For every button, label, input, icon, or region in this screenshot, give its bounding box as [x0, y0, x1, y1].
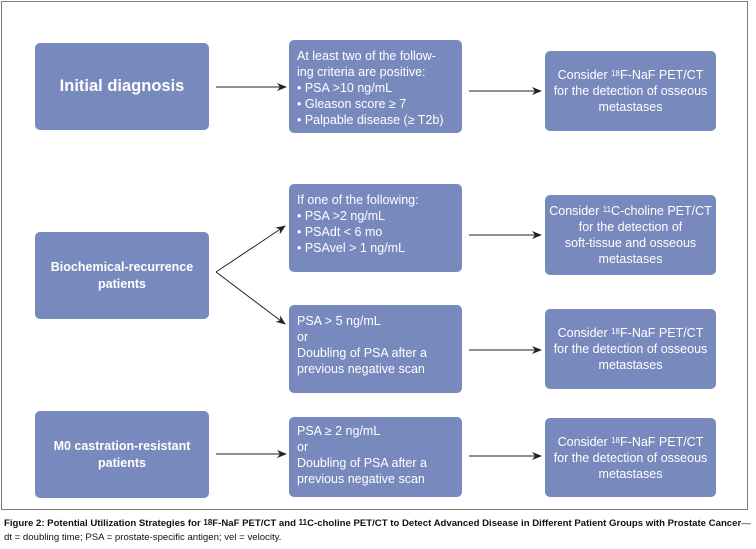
- result-tracer: F-NaF PET/CT: [620, 434, 704, 449]
- arrow-row2-to-criteria-a: [215, 225, 286, 273]
- result-initial-diagnosis: Consider 18F-NaF PET/CT for the detectio…: [545, 51, 716, 131]
- result-line: metastases: [598, 100, 663, 114]
- caption-rest: —dt = doubling time; PSA = prostate-spec…: [4, 518, 751, 543]
- result-line: for the detection of osseous: [553, 342, 708, 356]
- criteria-item: • PSAdt < 6 mo: [297, 225, 383, 239]
- result-line: soft-tissue and osseous: [564, 236, 697, 250]
- caption-part: Figure 2: Potential Utilization Strategi…: [4, 518, 204, 529]
- group-m0-castration-resistant: M0 castration-resistant patients: [35, 411, 209, 498]
- criteria-line: PSA ≥ 2 ng/mL: [297, 424, 381, 438]
- criteria-line: Doubling of PSA after a: [297, 456, 427, 470]
- criteria-initial-diagnosis: At least two of the follow- ing criteria…: [289, 40, 462, 133]
- result-line: metastases: [598, 466, 663, 481]
- group-label-line: M0 castration-resistant: [53, 438, 191, 453]
- caption-part: F-NaF PET/CT and: [212, 518, 299, 529]
- group-label: Initial diagnosis: [59, 77, 185, 95]
- result-prefix: Consider: [549, 204, 603, 218]
- group-initial-diagnosis: Initial diagnosis: [35, 43, 209, 130]
- caption-bold: Figure 2: Potential Utilization Strategi…: [4, 518, 741, 529]
- result-tracer: C-choline PET/CT: [611, 204, 712, 218]
- result-prefix: Consider: [557, 434, 612, 449]
- result-line: metastases: [598, 252, 663, 266]
- result-biochemical-b: Consider 18F-NaF PET/CT for the detectio…: [545, 309, 716, 389]
- figure-caption: Figure 2: Potential Utilization Strategi…: [4, 517, 752, 545]
- criteria-line: If one of the following:: [297, 193, 419, 207]
- caption-sup: 18: [203, 518, 213, 527]
- criteria-item: • PSA >10 ng/mL: [297, 81, 393, 95]
- result-line: for the detection of: [578, 220, 683, 234]
- criteria-line: previous negative scan: [297, 472, 425, 486]
- result-prefix: Consider: [557, 68, 612, 82]
- isotope-mass: 18: [611, 69, 621, 78]
- result-prefix: Consider: [557, 326, 612, 340]
- criteria-line: Doubling of PSA after a: [297, 346, 427, 360]
- arrow-row2-to-criteria-b: [215, 271, 286, 325]
- result-m0-castration-resistant: Consider 18F-NaF PET/CT for the detectio…: [545, 418, 716, 497]
- group-label-line: patients: [98, 455, 146, 470]
- isotope-mass: 18: [611, 435, 621, 445]
- result-tracer: F-NaF PET/CT: [620, 326, 704, 340]
- criteria-line: or: [297, 440, 309, 454]
- result-tracer: F-NaF PET/CT: [620, 68, 704, 82]
- criteria-m0-castration-resistant: PSA ≥ 2 ng/mL or Doubling of PSA after a…: [289, 417, 462, 497]
- criteria-line: previous negative scan: [297, 362, 425, 376]
- criteria-item: • Gleason score ≥ 7: [297, 97, 407, 111]
- criteria-item: • Palpable disease (≥ T2b): [297, 113, 444, 127]
- criteria-line: PSA > 5 ng/mL: [297, 314, 381, 328]
- caption-part: C-choline PET/CT to Detect Advanced Dise…: [307, 518, 742, 529]
- criteria-biochemical-b: PSA > 5 ng/mL or Doubling of PSA after a…: [289, 305, 462, 393]
- group-label-line: Biochemical-recurrence: [50, 259, 194, 274]
- isotope-mass: 18: [611, 327, 621, 336]
- group-label-line: patients: [98, 276, 146, 291]
- result-biochemical-a: Consider 11C-choline PET/CT for the dete…: [545, 195, 716, 275]
- criteria-item: • PSAvel > 1 ng/mL: [297, 241, 406, 255]
- result-line: for the detection of osseous: [553, 84, 708, 98]
- criteria-line: At least two of the follow-: [297, 49, 436, 63]
- isotope-mass: 11: [602, 205, 612, 214]
- result-line: for the detection of osseous: [553, 450, 708, 465]
- group-biochemical-recurrence: Biochemical-recurrence patients: [35, 232, 209, 319]
- caption-sup: 11: [298, 518, 308, 527]
- result-line: metastases: [598, 358, 663, 372]
- criteria-item: • PSA >2 ng/mL: [297, 209, 386, 223]
- criteria-line: ing criteria are positive:: [297, 65, 426, 79]
- criteria-biochemical-a: If one of the following: • PSA >2 ng/mL …: [289, 184, 462, 272]
- criteria-line: or: [297, 330, 309, 344]
